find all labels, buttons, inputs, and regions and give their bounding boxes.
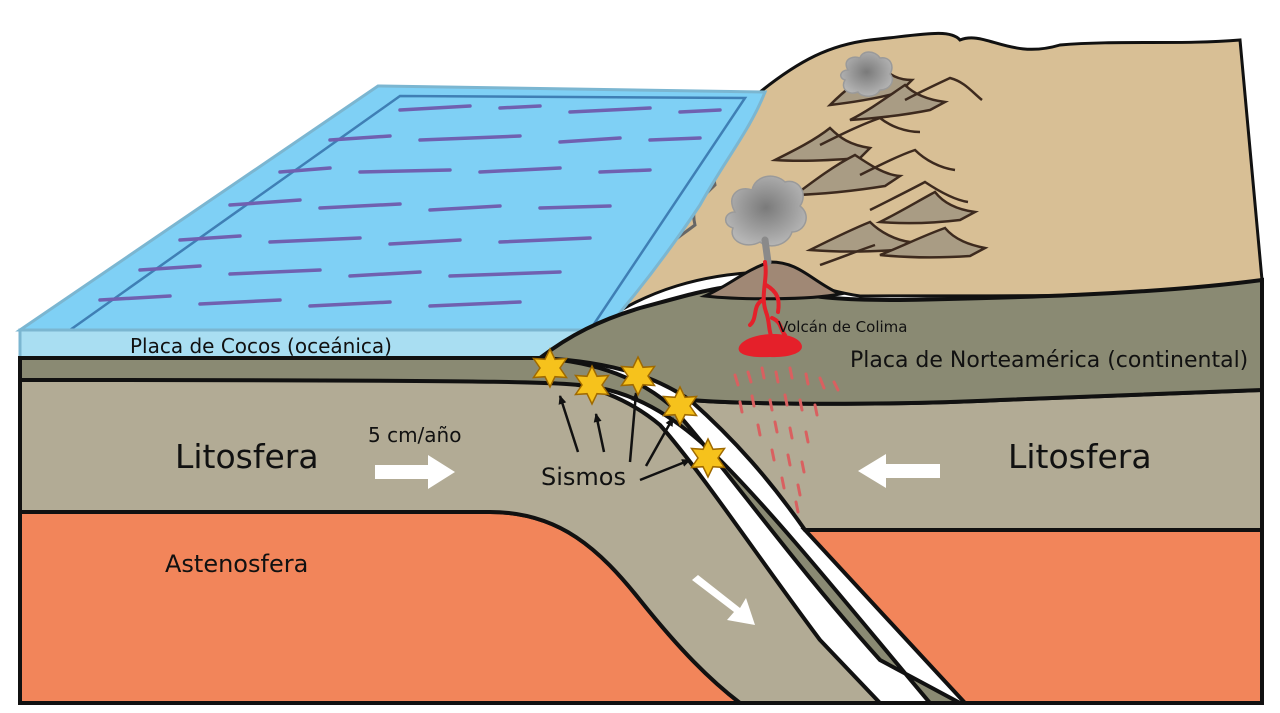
earthquake-star-icon xyxy=(532,347,568,389)
lithosphere-right-label: Litosfera xyxy=(1008,437,1152,476)
asthenosphere-label: Astenosfera xyxy=(165,550,308,578)
asthenosphere-right xyxy=(800,528,1264,705)
ocean-surface xyxy=(15,84,768,332)
cocos-plate-label: Placa de Cocos (oceánica) xyxy=(130,334,392,358)
arrow-down-right-icon xyxy=(692,575,755,625)
volcano-label: Volcán de Colima xyxy=(778,318,907,336)
ocean-waves xyxy=(98,104,722,308)
lithosphere-left xyxy=(18,378,885,705)
earthquake-star-icon xyxy=(574,364,610,406)
block-outline xyxy=(18,280,1264,705)
north-america-plate-label: Placa de Norteamérica (continental) xyxy=(850,348,1248,373)
mountain-range xyxy=(770,64,989,267)
magma-chamber xyxy=(738,334,802,358)
continental-crust xyxy=(534,277,1264,406)
arrow-right-icon xyxy=(375,455,455,489)
ocean-inner-edge xyxy=(69,94,748,332)
magma-conduit xyxy=(748,260,787,340)
earthquake-star-icon xyxy=(690,437,726,479)
rising-melt xyxy=(733,366,840,514)
earthquake-star-icon xyxy=(662,385,698,427)
motion-arrows xyxy=(375,454,940,625)
earthquake-star-icon xyxy=(620,355,656,397)
lithosphere-left-label: Litosfera xyxy=(175,437,319,476)
earthquake-stars xyxy=(532,347,726,479)
earthquake-pointers xyxy=(558,392,691,482)
earthquakes-label: Sismos xyxy=(541,463,626,491)
ash-cloud-small xyxy=(840,51,894,97)
arrow-left-icon xyxy=(858,454,940,488)
ash-cloud-large xyxy=(725,175,807,266)
lithosphere-right xyxy=(684,387,1264,532)
rate-label: 5 cm/año xyxy=(368,423,461,447)
